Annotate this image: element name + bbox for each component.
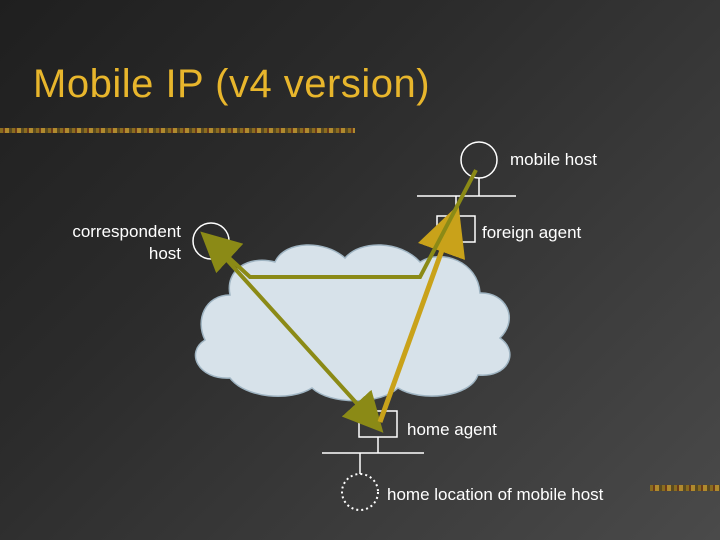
- correspondent-host-label-line2: host: [148, 244, 181, 263]
- arrow-home-agent-to-foreign-agent: [377, 204, 466, 423]
- home-agent-label: home agent: [407, 420, 497, 439]
- correspondent-host-label: correspondent host: [40, 221, 181, 265]
- mobile-host-node: [460, 141, 498, 179]
- home-location-label: home location of mobile host: [387, 485, 604, 504]
- home-location-node: [341, 473, 379, 511]
- title-divider: [0, 128, 355, 133]
- footer-divider: [650, 485, 720, 491]
- foreign-agent-label: foreign agent: [482, 223, 582, 242]
- slide-title: Mobile IP (v4 version): [33, 62, 431, 106]
- arrow-mobile-host-to-correspondent: [200, 169, 478, 279]
- correspondent-host-label-line1: correspondent: [72, 222, 181, 241]
- arrow-correspondent-to-home-agent: [216, 248, 384, 433]
- foreign-agent-node: [436, 215, 476, 243]
- mobile-host-label: mobile host: [510, 150, 597, 169]
